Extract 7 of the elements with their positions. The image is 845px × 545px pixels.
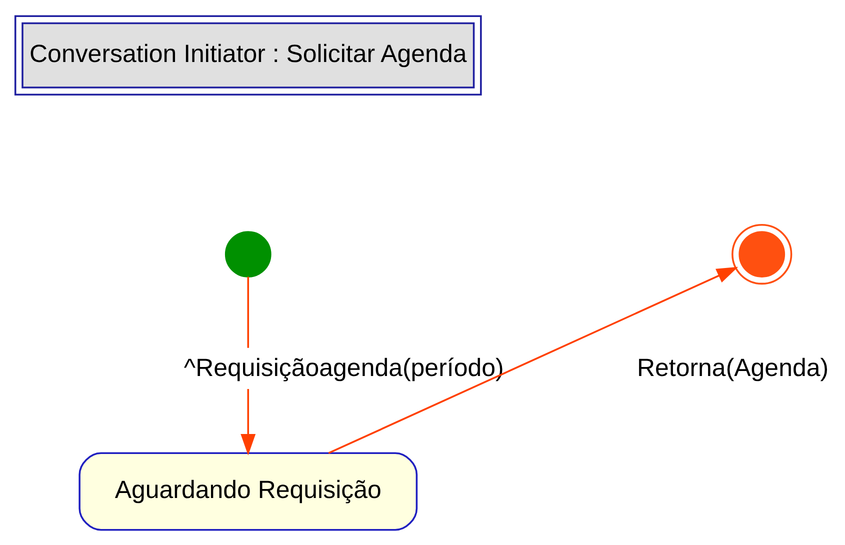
node-box: Aguardando Requisição <box>78 452 418 530</box>
node-circle <box>732 223 792 284</box>
edge-label: Retorna(Agenda) <box>637 353 829 382</box>
edge-label: ^Requisiçãoagenda(período) <box>184 353 504 382</box>
arrow <box>328 266 738 454</box>
node-box: Conversation Initiator : Solicitar Agenda <box>14 14 482 96</box>
node-circle <box>224 230 272 277</box>
